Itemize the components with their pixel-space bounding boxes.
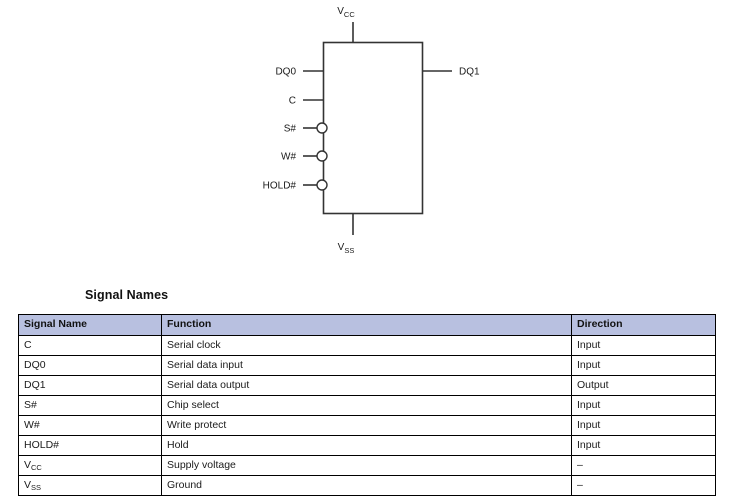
cell-function: Serial data output	[161, 375, 572, 396]
pin-label-c: C	[289, 96, 296, 107]
cell-function: Hold	[161, 435, 572, 456]
cell-function: Serial clock	[161, 335, 572, 356]
cell-signal-name: HOLD#	[18, 435, 162, 456]
cell-function: Write protect	[161, 415, 572, 436]
cell-signal-name: VCC	[18, 455, 162, 476]
cell-function: Chip select	[161, 395, 572, 416]
cell-signal-name: DQ1	[18, 375, 162, 396]
cell-signal-name: C	[18, 335, 162, 356]
cell-direction: Input	[571, 355, 716, 376]
cell-signal-name: VSS	[18, 475, 162, 496]
signal-name-subscript: CC	[31, 462, 42, 472]
column-header-direction: Direction	[571, 314, 716, 336]
block-diagram: VCC VSS DQ0 C S# W# HOLD# DQ1	[263, 6, 480, 255]
cell-function: Ground	[161, 475, 572, 496]
cell-direction: –	[571, 455, 716, 476]
inversion-bubble-w-icon	[316, 150, 328, 162]
pin-label-vss: VSS	[338, 242, 355, 255]
signal-name-subscript: SS	[31, 482, 42, 492]
pin-label-vcc: VCC	[337, 6, 355, 19]
pin-label-dq1: DQ1	[459, 67, 480, 78]
cell-function: Supply voltage	[161, 455, 572, 476]
cell-signal-name: W#	[18, 415, 162, 436]
inversion-bubble-hold-icon	[316, 179, 328, 191]
inversion-bubble-s-icon	[316, 122, 328, 134]
cell-direction: Input	[571, 435, 716, 456]
cell-direction: Input	[571, 335, 716, 356]
cell-direction: Input	[571, 395, 716, 416]
column-header-function: Function	[161, 314, 572, 336]
pin-label-dq0: DQ0	[275, 67, 296, 78]
cell-direction: Input	[571, 415, 716, 436]
pin-label-w: W#	[281, 152, 296, 163]
section-heading-signal-names: Signal Names	[85, 288, 169, 302]
column-header-signal-name: Signal Name	[18, 314, 162, 336]
cell-function: Serial data input	[161, 355, 572, 376]
cell-direction: –	[571, 475, 716, 496]
pin-label-s: S#	[284, 124, 297, 135]
table-header-row: Signal Name Function Direction	[18, 314, 716, 336]
cell-signal-name: DQ0	[18, 355, 162, 376]
cell-signal-name: S#	[18, 395, 162, 416]
pin-label-hold: HOLD#	[263, 181, 297, 192]
chip-body	[322, 41, 424, 215]
cell-direction: Output	[571, 375, 716, 396]
